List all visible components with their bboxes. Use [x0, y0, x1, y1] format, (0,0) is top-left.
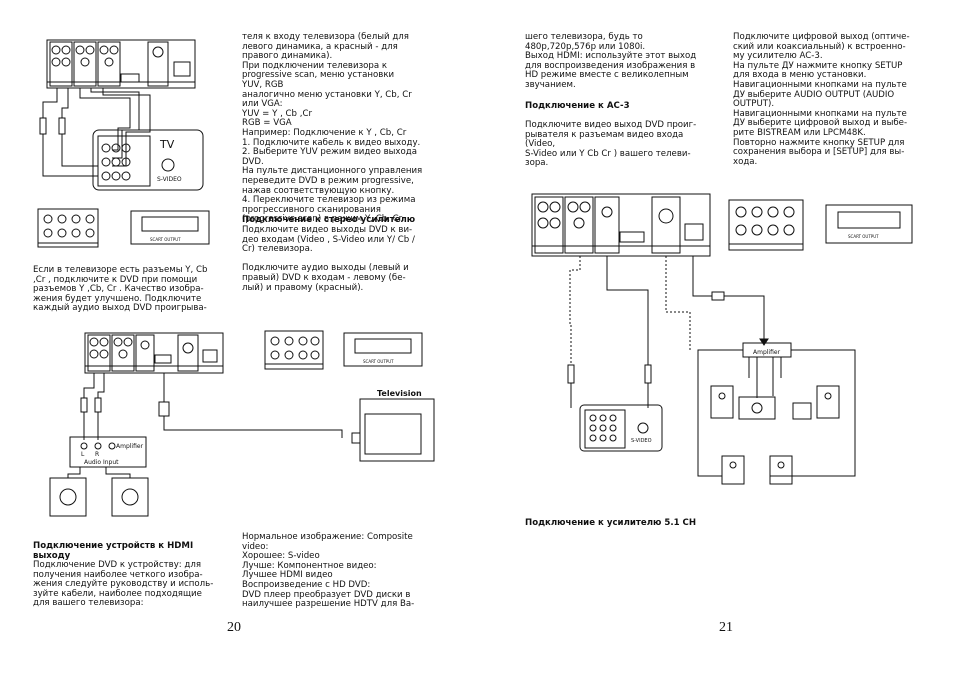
mini-panel-left-2 — [264, 330, 324, 370]
speaker-rear-right — [769, 455, 793, 485]
amplifier-box-left — [69, 436, 147, 468]
audio-input-label: Audio Input — [84, 459, 119, 466]
hdmi-heading: Подключение устройств к HDMI выходу — [33, 541, 194, 561]
tv-label: TV — [159, 138, 175, 151]
speaker-right — [111, 477, 149, 517]
speaker-center — [738, 396, 776, 420]
tv-panel — [92, 129, 204, 191]
speaker-rear-left — [721, 455, 745, 485]
scart-label-2: SCART OUTPUT — [363, 359, 394, 364]
scart-panel-left-1: SCART OUTPUT — [130, 210, 210, 245]
speaker-left — [49, 477, 87, 517]
diagram-dvd-to-tv: TV S-VIDEO — [39, 39, 204, 191]
amp-l-label: L — [81, 451, 85, 458]
stereo-text: Подключите видео выходы DVD к ви- део вх… — [242, 225, 415, 293]
scart-label-3: SCART OUTPUT — [848, 234, 879, 239]
mini-panel-left-1 — [37, 208, 99, 248]
amp-r-label: R — [95, 451, 99, 458]
ac3-text: Подключите видео выход DVD проиг- рывате… — [525, 120, 697, 169]
dvd-back-panel — [46, 39, 196, 89]
stereo-heading: Подключение к стерео усилителю — [242, 215, 416, 225]
left-col2-text: теля к входу телевизора (белый для левог… — [242, 32, 423, 225]
page-number-left: 20 — [227, 620, 241, 635]
amp-label-left: Amplifier — [116, 443, 144, 450]
hdmi-text: Подключение DVD к устройству: для получе… — [33, 560, 214, 609]
subwoofer — [792, 402, 812, 420]
svideo-label-left: S-VIDEO — [157, 176, 182, 183]
caption-51: Подключение к усилителю 5.1 CH — [525, 518, 697, 528]
ac3-heading: Подключение к AC-3 — [525, 101, 630, 111]
svideo-label-right: S-VIDEO — [631, 438, 652, 444]
tv-panel-ac3 — [579, 404, 663, 452]
quality-text: Нормальное изображение: Composite video:… — [242, 532, 415, 610]
television — [359, 398, 435, 462]
diagram-ac3: S-VIDEO Amplifier — [531, 193, 856, 485]
amp-label-right: Amplifier — [753, 349, 781, 356]
page-number-right: 21 — [719, 620, 733, 635]
mini-panel-right — [728, 199, 804, 251]
diagram-stereo-amp: Amplifier Audio Input L R Television — [49, 332, 435, 517]
scart-panel-left-2: SCART OUTPUT — [343, 332, 423, 367]
scart-label-1: SCART OUTPUT — [150, 237, 181, 242]
dvd-back-panel-2 — [84, 332, 224, 374]
television-label: Television — [377, 389, 422, 398]
left-col1-caption: Если в телевизоре есть разъемы Y, Cb ,Cr… — [33, 265, 208, 314]
scart-panel-right: SCART OUTPUT — [825, 204, 913, 244]
speaker-front-right — [816, 385, 840, 419]
dvd-back-panel-3 — [531, 193, 711, 257]
right-col2-text: Подключите цифровой выход (оптиче- ский … — [733, 32, 910, 167]
right-col1-text: шего телевизора, будь то 480p,720p,576p … — [525, 32, 697, 90]
speaker-front-left — [710, 385, 734, 419]
